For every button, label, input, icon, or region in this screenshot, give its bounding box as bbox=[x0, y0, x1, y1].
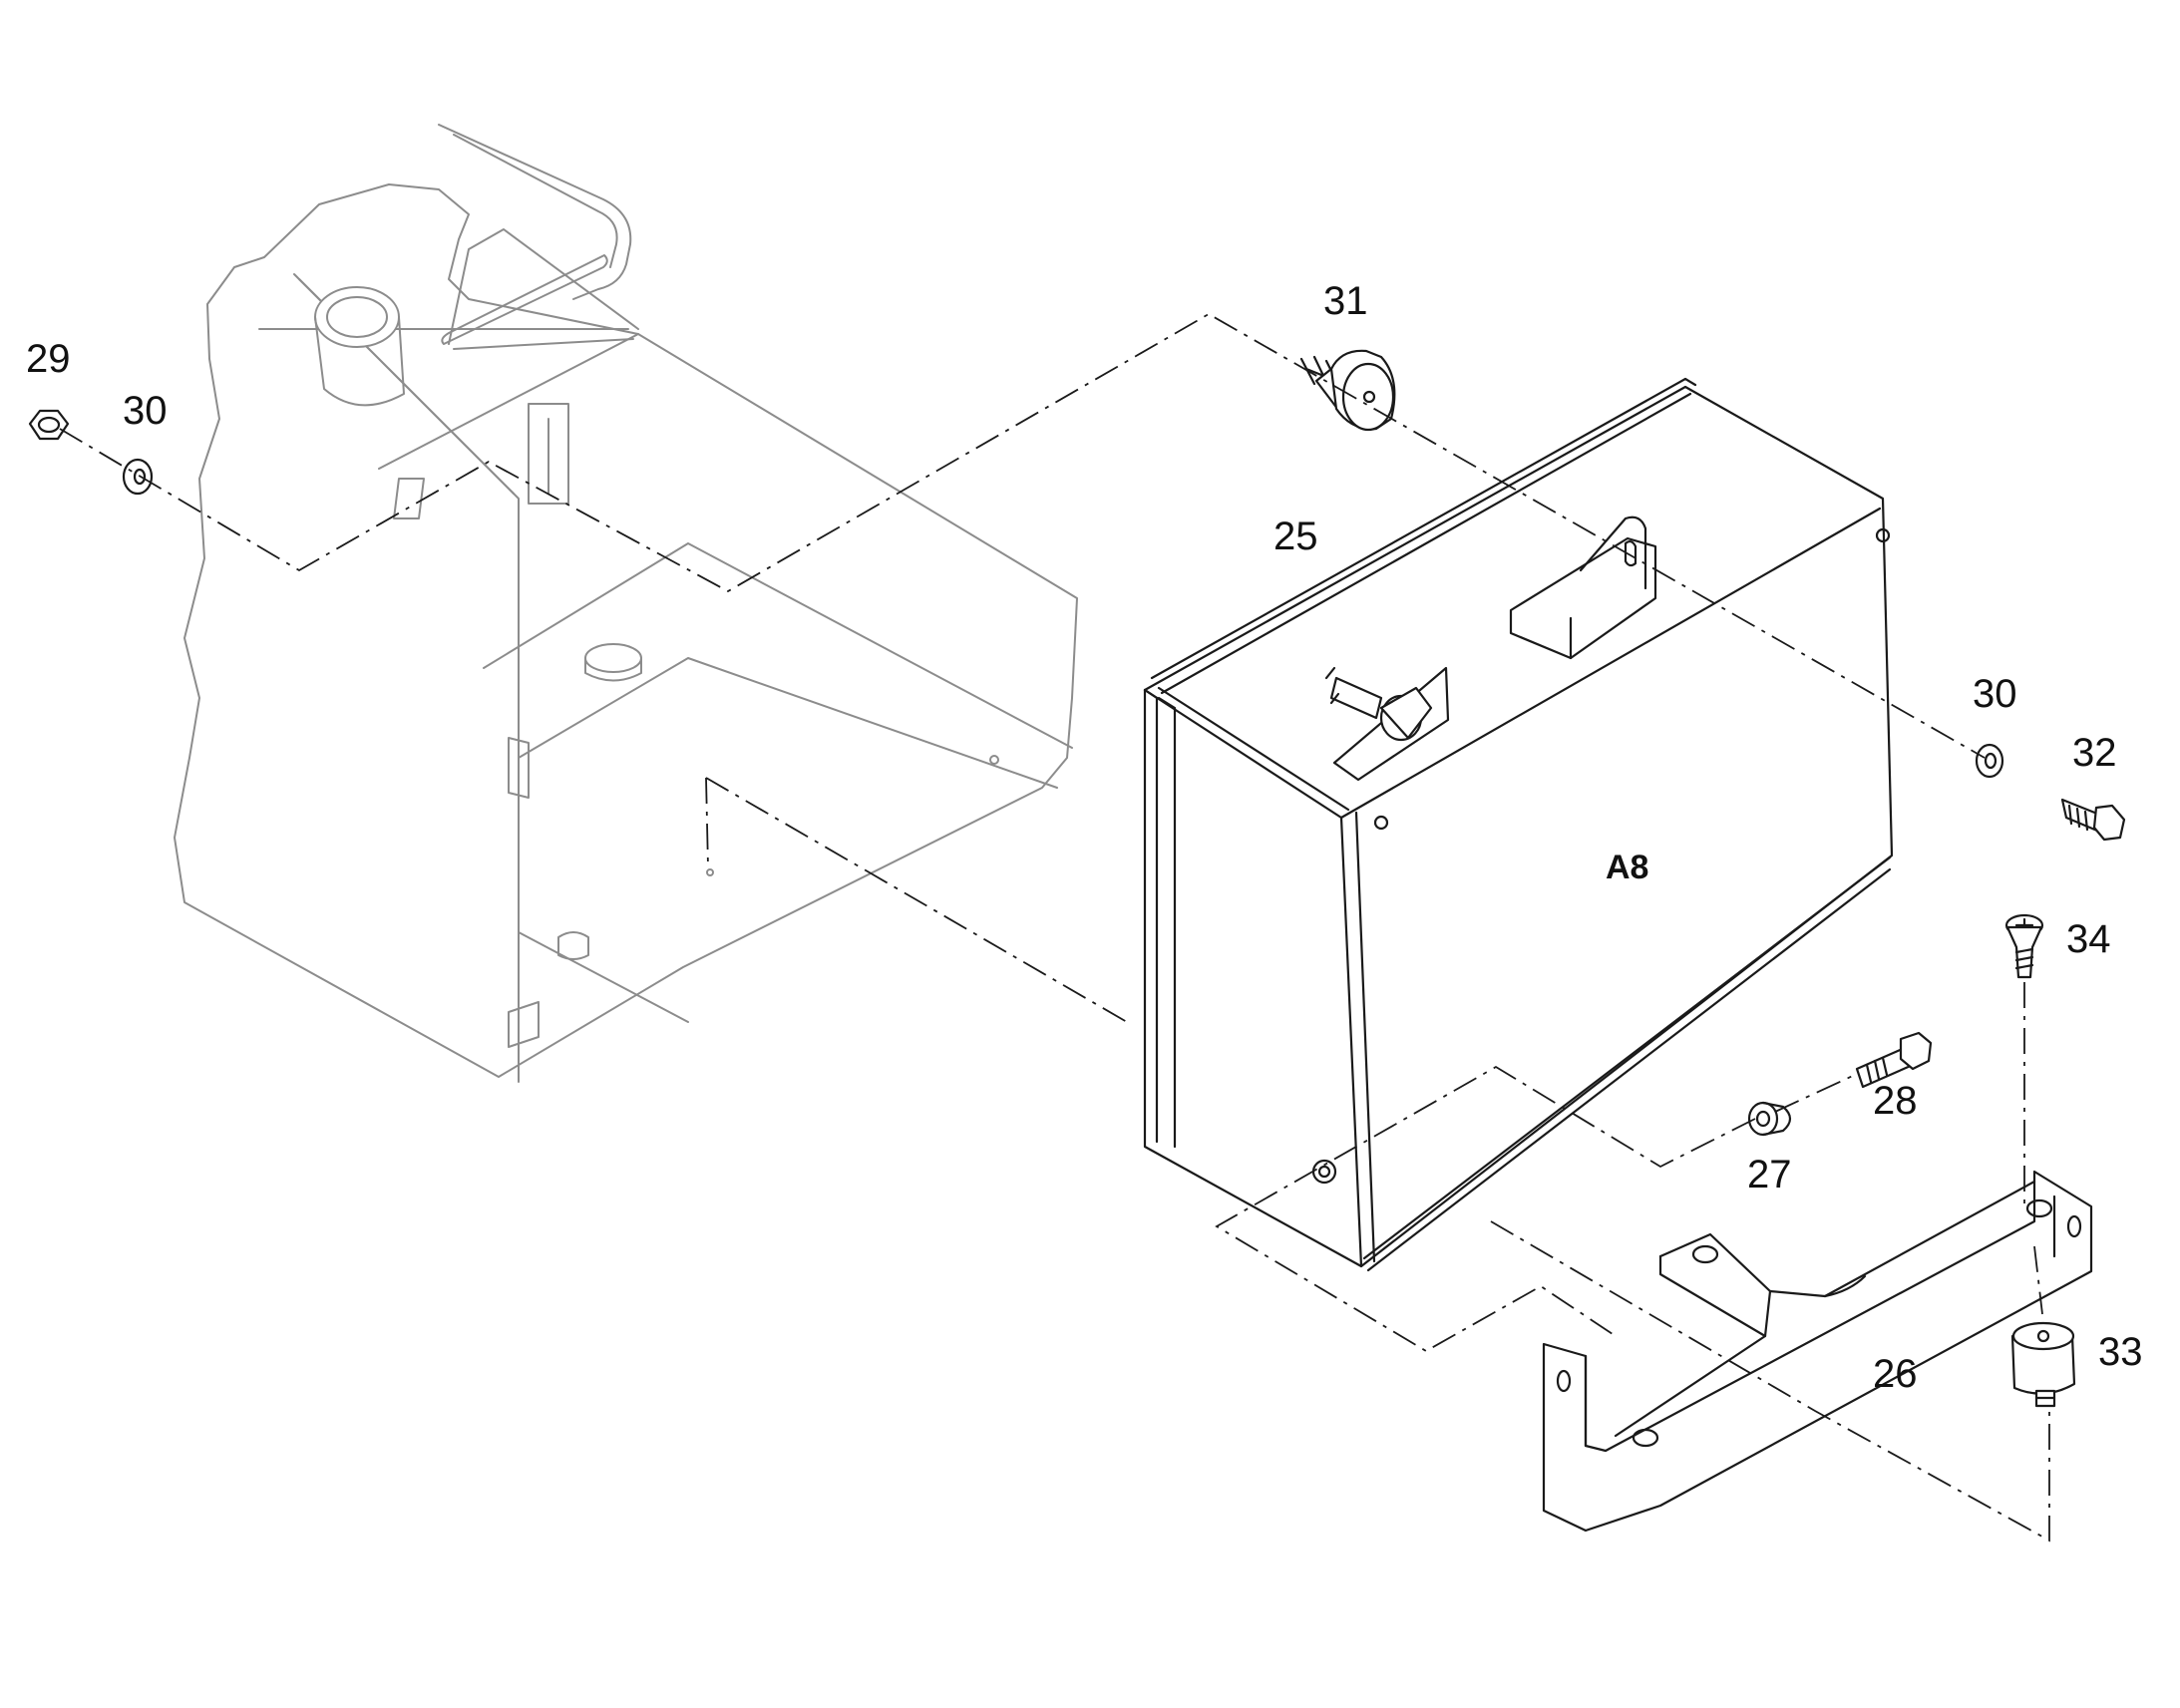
callout-28: 28 bbox=[1873, 1079, 1918, 1123]
callout-32: 32 bbox=[2072, 731, 2117, 775]
support-bracket-26 bbox=[1542, 1170, 2093, 1533]
callout-26: 26 bbox=[1873, 1352, 1918, 1396]
component-label-a8: A8 bbox=[1606, 849, 1649, 886]
spacer-27 bbox=[1747, 1101, 1792, 1137]
bolt-28 bbox=[1855, 1031, 1933, 1089]
assembly-leaders bbox=[59, 312, 2050, 1542]
callout-33: 33 bbox=[2098, 1330, 2143, 1374]
control-box-a8 bbox=[1143, 377, 1894, 1272]
washer-30-left bbox=[122, 458, 154, 496]
nut-29 bbox=[28, 409, 70, 441]
mounting-tray-ghost bbox=[174, 124, 1078, 1083]
callout-31: 31 bbox=[1323, 279, 1368, 323]
callout-25: 25 bbox=[1273, 514, 1318, 558]
callout-30-right: 30 bbox=[1973, 672, 2017, 716]
callout-27: 27 bbox=[1747, 1153, 1792, 1196]
callout-30-left: 30 bbox=[123, 389, 168, 433]
callout-34: 34 bbox=[2066, 917, 2111, 961]
rubber-mount-33 bbox=[2010, 1321, 2076, 1408]
callout-29: 29 bbox=[26, 337, 71, 381]
screw-34 bbox=[2004, 913, 2044, 979]
washer-30-right bbox=[1975, 743, 2004, 779]
bolt-32 bbox=[2060, 798, 2126, 842]
rubber-mount-31 bbox=[1299, 349, 1396, 432]
